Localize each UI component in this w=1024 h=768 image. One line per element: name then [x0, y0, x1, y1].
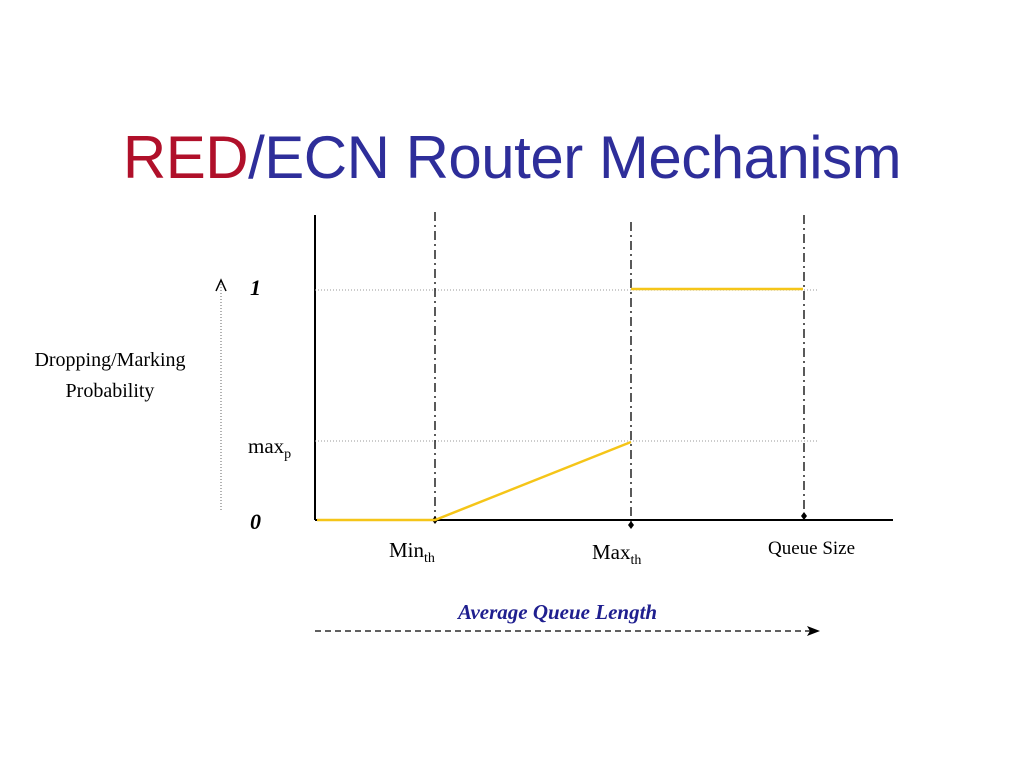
- y-axis-label-line1: Dropping/Marking: [34, 349, 186, 371]
- probability-curve-low: [317, 440, 632, 522]
- y-axis-label-line2: Probability: [65, 380, 155, 402]
- y-axis-label: Dropping/Marking Probability: [10, 345, 210, 407]
- queue-length-arrow-head: [807, 626, 820, 636]
- queue-size-marker: [801, 512, 807, 520]
- max-threshold-label: Maxth: [592, 540, 641, 569]
- min-threshold-sub: th: [424, 551, 435, 566]
- max-threshold-sub: th: [630, 553, 642, 568]
- min-threshold-text: Min: [389, 538, 425, 562]
- y-tick-maxp: maxp: [248, 434, 291, 463]
- max-threshold-text: Max: [592, 540, 631, 564]
- queue-size-label: Queue Size: [768, 538, 856, 559]
- title-blue: /ECN Router Mechanism: [248, 124, 902, 191]
- y-tick-maxp-text: max: [248, 434, 285, 458]
- slide-title: RED/ECN Router Mechanism: [0, 118, 1024, 198]
- max-threshold-marker: [628, 521, 634, 529]
- min-threshold-label: Minth: [389, 538, 435, 567]
- y-tick-one: 1: [250, 275, 261, 300]
- y-tick-zero: 0: [250, 509, 261, 534]
- average-queue-length-label: Average Queue Length: [458, 600, 658, 624]
- y-tick-maxp-sub: p: [284, 447, 292, 462]
- probability-arrow-head: [215, 278, 227, 292]
- title-red: RED: [122, 124, 249, 191]
